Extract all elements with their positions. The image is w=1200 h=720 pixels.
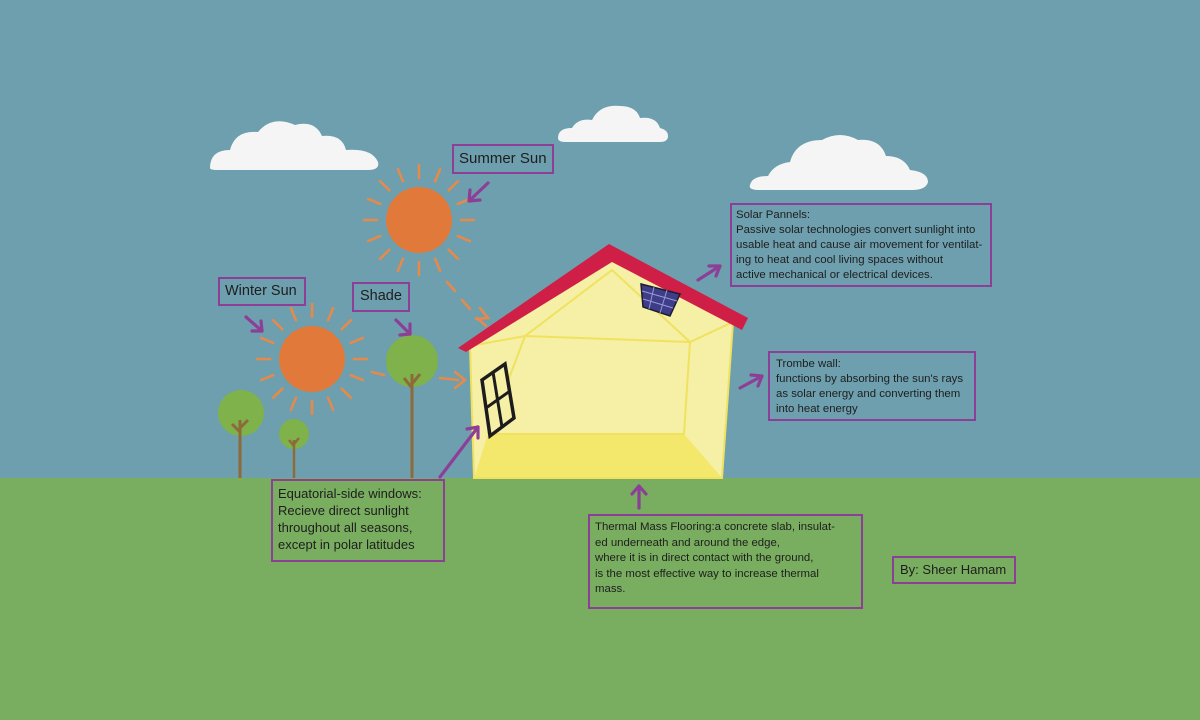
author-text: By: Sheer Hamam: [900, 562, 1007, 577]
sun-ray: [460, 298, 472, 311]
cloud-icon: [749, 135, 928, 190]
sun-rays: [255, 302, 460, 416]
window-icon: [480, 360, 516, 440]
arrow-icon: [696, 264, 722, 282]
author-credit: By: Sheer Hamam: [892, 556, 1016, 584]
ground: [0, 478, 1200, 720]
trombe-wall-body: functions by absorbing the sun's rays as…: [776, 373, 964, 415]
sun-ray: [349, 336, 365, 345]
sun-ray: [438, 376, 460, 382]
sun-ray-arrowhead: [474, 306, 491, 321]
tree-icon: [218, 390, 264, 478]
sun-ray: [433, 167, 442, 183]
sun-ray: [259, 336, 275, 345]
roof: [458, 244, 748, 352]
tree-icon: [386, 335, 438, 478]
winter-sun-label: Winter Sun: [218, 277, 306, 306]
sun-ray: [349, 373, 365, 382]
arrow-icon: [394, 318, 412, 337]
trombe-wall-title: Trombe wall:: [776, 358, 841, 370]
sun-ray: [396, 167, 405, 183]
sun-ray: [340, 318, 353, 331]
windows-body: Recieve direct sunlight throughout all s…: [278, 503, 415, 552]
sun-ray-arrow: [453, 306, 491, 390]
arrow-icon: [438, 425, 480, 479]
thermal-mass-body: ed underneath and around the edge, where…: [595, 536, 819, 596]
sun-ray: [378, 248, 391, 261]
tree-icon: [279, 419, 309, 478]
winter-sun-text: Winter Sun: [225, 283, 297, 299]
house-icon: [458, 244, 748, 479]
trombe-wall-callout: Trombe wall: functions by absorbing the …: [768, 351, 976, 421]
sun-ray-arrowhead: [453, 370, 468, 390]
sun-ray: [366, 197, 382, 206]
cloud-icon: [558, 105, 668, 142]
sun-ray: [433, 257, 442, 273]
sun-ray: [326, 396, 335, 412]
sun-icon: [386, 187, 452, 253]
solar-panels-callout: Solar Pannels: Passive solar technologie…: [730, 203, 992, 287]
sun-ray: [289, 306, 298, 322]
sun-ray: [370, 370, 386, 377]
sun-ray: [366, 234, 382, 243]
sun-ray: [447, 248, 460, 261]
sun-ray: [396, 257, 405, 273]
arrow-icon: [630, 484, 648, 510]
winter-sun: [255, 302, 460, 416]
sun-ray: [271, 318, 284, 331]
sun-ray: [340, 387, 353, 400]
arrow-icon: [738, 373, 764, 390]
summer-sun-text: Summer Sun: [459, 150, 547, 167]
sun-ray: [289, 396, 298, 412]
sun-icon: [279, 326, 345, 392]
windows-callout: Equatorial-side windows: Recieve direct …: [271, 479, 445, 562]
solar-panels-body: Passive solar technologies convert sunli…: [736, 224, 983, 281]
sun-ray: [259, 373, 275, 382]
sun-ray: [456, 234, 472, 243]
solar-panel-icon: [640, 283, 682, 317]
summer-sun-label: Summer Sun: [452, 144, 554, 174]
arrow-icon: [467, 181, 490, 203]
sun-ray: [326, 306, 335, 322]
windows-title: Equatorial-side windows:: [278, 486, 422, 501]
sun-ray: [271, 387, 284, 400]
shade-text: Shade: [360, 288, 402, 304]
cloud-icon: [210, 121, 379, 170]
sun-ray: [447, 179, 460, 192]
sun-rays: [362, 163, 488, 328]
arrow-icon: [244, 315, 264, 333]
sun-ray: [445, 280, 457, 293]
thermal-mass-callout: Thermal Mass Flooring:a concrete slab, i…: [588, 514, 863, 609]
solar-panels-title: Solar Pannels:: [736, 209, 811, 221]
summer-sun: [362, 163, 488, 328]
sun-ray: [378, 179, 391, 192]
thermal-mass-title: Thermal Mass Flooring:a concrete slab, i…: [595, 521, 835, 533]
shade-label: Shade: [352, 282, 410, 312]
